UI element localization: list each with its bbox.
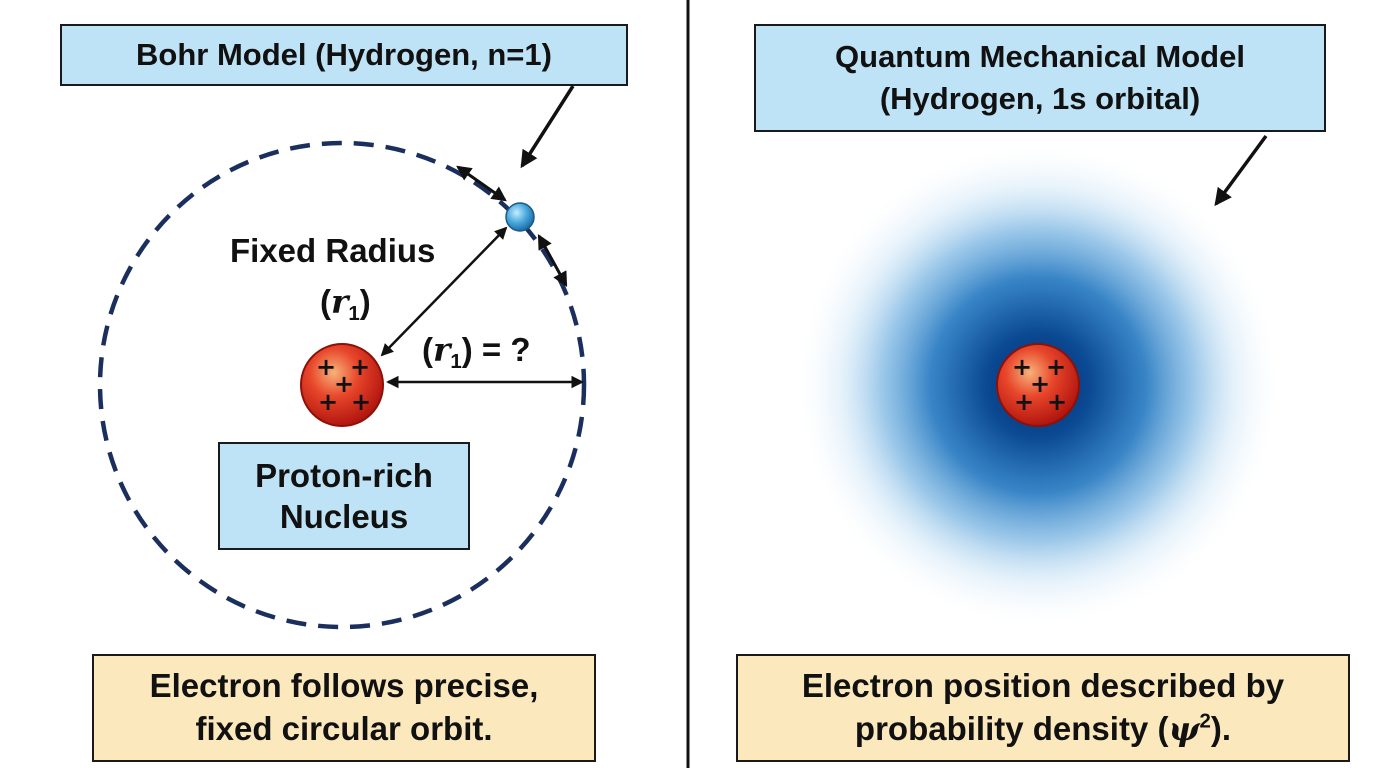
quantum-caption-line1: Electron position described by: [801, 667, 1285, 705]
nucleus-label-line1: Proton-rich: [255, 456, 433, 494]
quantum-nucleus: + + + + +: [996, 343, 1080, 427]
proton-plus-icon: +: [1030, 370, 1050, 398]
proton-plus-icon: +: [1014, 388, 1034, 416]
proton-plus-icon: +: [1046, 353, 1066, 381]
proton-plus-icon: +: [1012, 353, 1032, 381]
proton-plus-icon: +: [334, 370, 354, 398]
bohr-caption-line2: fixed circular orbit.: [195, 710, 493, 747]
quantum-title-box: Quantum Mechanical Model (Hydrogen, 1s o…: [754, 24, 1326, 132]
bohr-orbit: [97, 140, 587, 630]
radius-symbol: (r1): [320, 282, 371, 326]
bohr-nucleus: + + + + +: [300, 343, 384, 427]
title-pointer-arrow-quantum: [1214, 134, 1268, 207]
proton-plus-icon: +: [1047, 388, 1067, 416]
quantum-caption-line2: probability density (ψ2).: [854, 709, 1232, 748]
orbit-motion-arrow-lower: [537, 234, 568, 287]
bohr-caption-box: Electron follows precise, fixed circular…: [92, 654, 596, 762]
quantum-caption-box: Electron position described by probabili…: [736, 654, 1350, 762]
nucleus-label-line2: Nucleus: [279, 498, 409, 535]
nucleus-label-box: Proton-rich Nucleus: [218, 442, 470, 550]
orbit-motion-arrow-upper: [456, 165, 507, 202]
bohr-title-box: Bohr Model (Hydrogen, n=1): [60, 24, 628, 86]
radius-label: Fixed Radius: [230, 232, 436, 269]
quantum-title-line1: Quantum Mechanical Model: [835, 39, 1245, 75]
bohr-title: Bohr Model (Hydrogen, n=1): [136, 37, 552, 72]
quantum-title-line2: (Hydrogen, 1s orbital): [879, 81, 1201, 116]
proton-plus-icon: +: [318, 388, 338, 416]
proton-plus-icon: +: [316, 353, 336, 381]
electron: [505, 202, 535, 232]
bohr-caption-line1: Electron follows precise,: [149, 667, 539, 705]
proton-plus-icon: +: [350, 353, 370, 381]
title-pointer-arrow: [520, 85, 575, 169]
radius-arrow: [380, 226, 508, 357]
proton-plus-icon: +: [351, 388, 371, 416]
distance-label: (r1) = ?: [422, 330, 531, 374]
